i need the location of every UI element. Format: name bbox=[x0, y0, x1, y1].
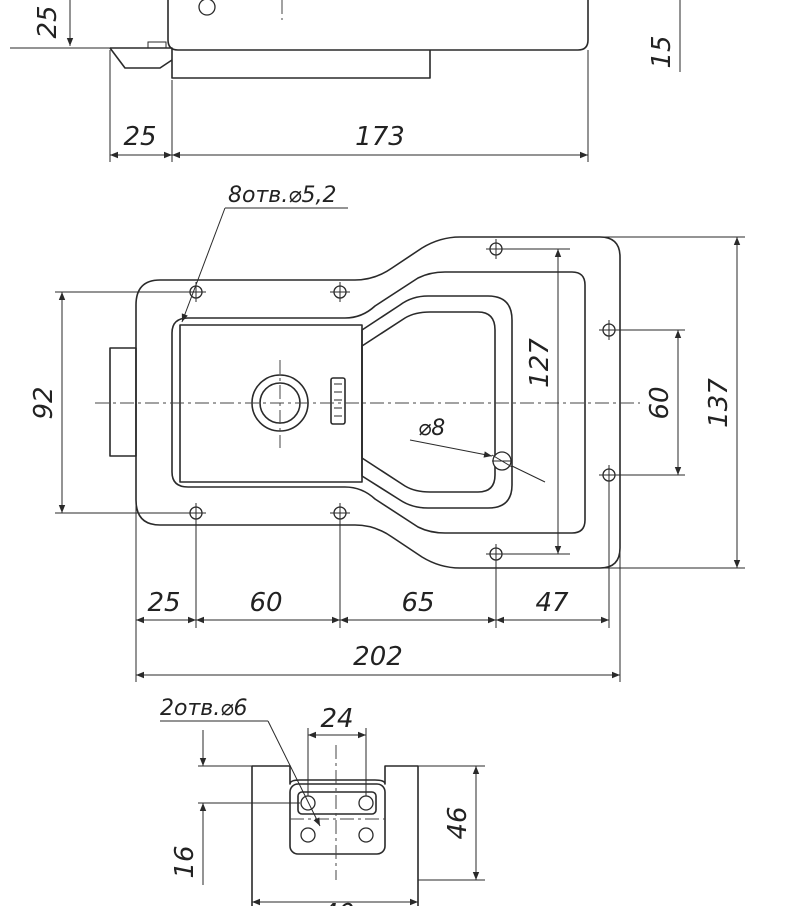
leader-d8 bbox=[409, 439, 493, 458]
bottom-view-hole bbox=[358, 827, 374, 843]
dim-24: 24 bbox=[320, 704, 353, 734]
latch-side-housing bbox=[109, 347, 137, 457]
dim-25: 25 bbox=[147, 588, 180, 618]
callout-bottom-holes: 2отв.⌀6 bbox=[160, 696, 247, 721]
bottom-view: 2отв.⌀6 24 46 16 40 bbox=[160, 696, 485, 906]
top-view-body-outline bbox=[167, 0, 589, 51]
top-view-latch-tongue bbox=[109, 47, 173, 69]
dim-202: 202 bbox=[353, 642, 403, 672]
leader-d8-tail bbox=[511, 465, 546, 483]
key-slot bbox=[330, 377, 346, 425]
dim-60-vertical: 60 bbox=[645, 386, 675, 419]
top-view: 25 15 25 173 bbox=[10, 0, 681, 162]
dim-15: 15 bbox=[647, 35, 677, 68]
dim-65: 65 bbox=[401, 588, 434, 618]
callout-holes-main: 8отв.⌀5,2 bbox=[228, 183, 336, 208]
bottom-view-hole bbox=[300, 827, 316, 843]
leader-holes bbox=[181, 207, 226, 323]
dim-173: 173 bbox=[355, 122, 405, 152]
recess-floor-outline bbox=[361, 311, 496, 493]
top-view-hole bbox=[198, 0, 216, 16]
dim-46: 46 bbox=[443, 806, 473, 839]
dim-60: 60 bbox=[249, 588, 282, 618]
callout-d8: ⌀8 bbox=[418, 416, 445, 441]
bottom-view-hole bbox=[358, 795, 374, 811]
dim-92: 92 bbox=[29, 386, 59, 419]
top-view-flange bbox=[110, 47, 431, 79]
top-view-latch-pin bbox=[147, 41, 167, 49]
dim-25-side: 25 bbox=[33, 5, 63, 38]
recess-outline bbox=[171, 271, 586, 534]
dim-bottom: 40 bbox=[321, 899, 354, 906]
dim-16: 16 bbox=[170, 845, 200, 878]
plan-view: 8отв.⌀5,2 ⌀8 92 127 60 137 25 60 bbox=[29, 183, 745, 682]
recess-inner-outline bbox=[361, 295, 513, 509]
bottom-view-body bbox=[251, 765, 419, 906]
dim-127: 127 bbox=[525, 338, 555, 388]
dim-25-bottom: 25 bbox=[123, 122, 156, 152]
dim-137: 137 bbox=[704, 378, 734, 428]
bottom-view-hole bbox=[300, 795, 316, 811]
dim-47: 47 bbox=[535, 588, 569, 618]
leader-bottom-holes bbox=[267, 720, 321, 827]
